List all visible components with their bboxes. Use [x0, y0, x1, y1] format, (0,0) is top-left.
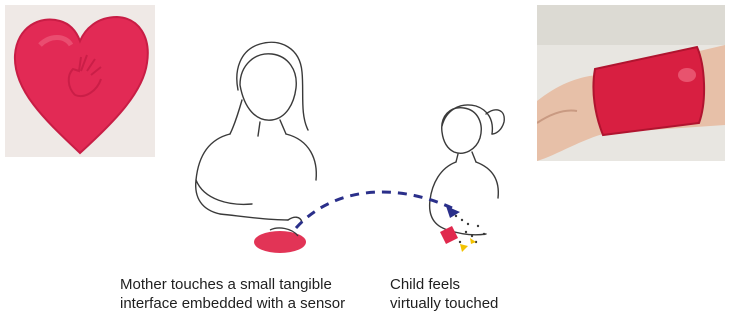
- child-caption: Child feels virtually touched: [390, 275, 498, 313]
- touch-pad: [254, 231, 306, 253]
- heart-device-photo: [5, 5, 155, 157]
- mother-caption-line-1: Mother touches a small tangible: [120, 275, 345, 294]
- child-caption-line-2: virtually touched: [390, 294, 498, 313]
- interaction-illustration: [160, 30, 530, 270]
- spark-yellow: [460, 244, 468, 252]
- heart-icon: [5, 5, 155, 157]
- mother-caption: Mother touches a small tangible interfac…: [120, 275, 345, 313]
- child-figure: [430, 105, 505, 235]
- child-caption-line-1: Child feels: [390, 275, 498, 294]
- mother-figure: [196, 42, 317, 222]
- mother-caption-line-2: interface embedded with a sensor: [120, 294, 345, 313]
- connection-arrow: [446, 206, 460, 218]
- wristband-device-photo: [537, 5, 725, 161]
- wristband-icon: [537, 5, 725, 161]
- connection-arc: [296, 192, 452, 228]
